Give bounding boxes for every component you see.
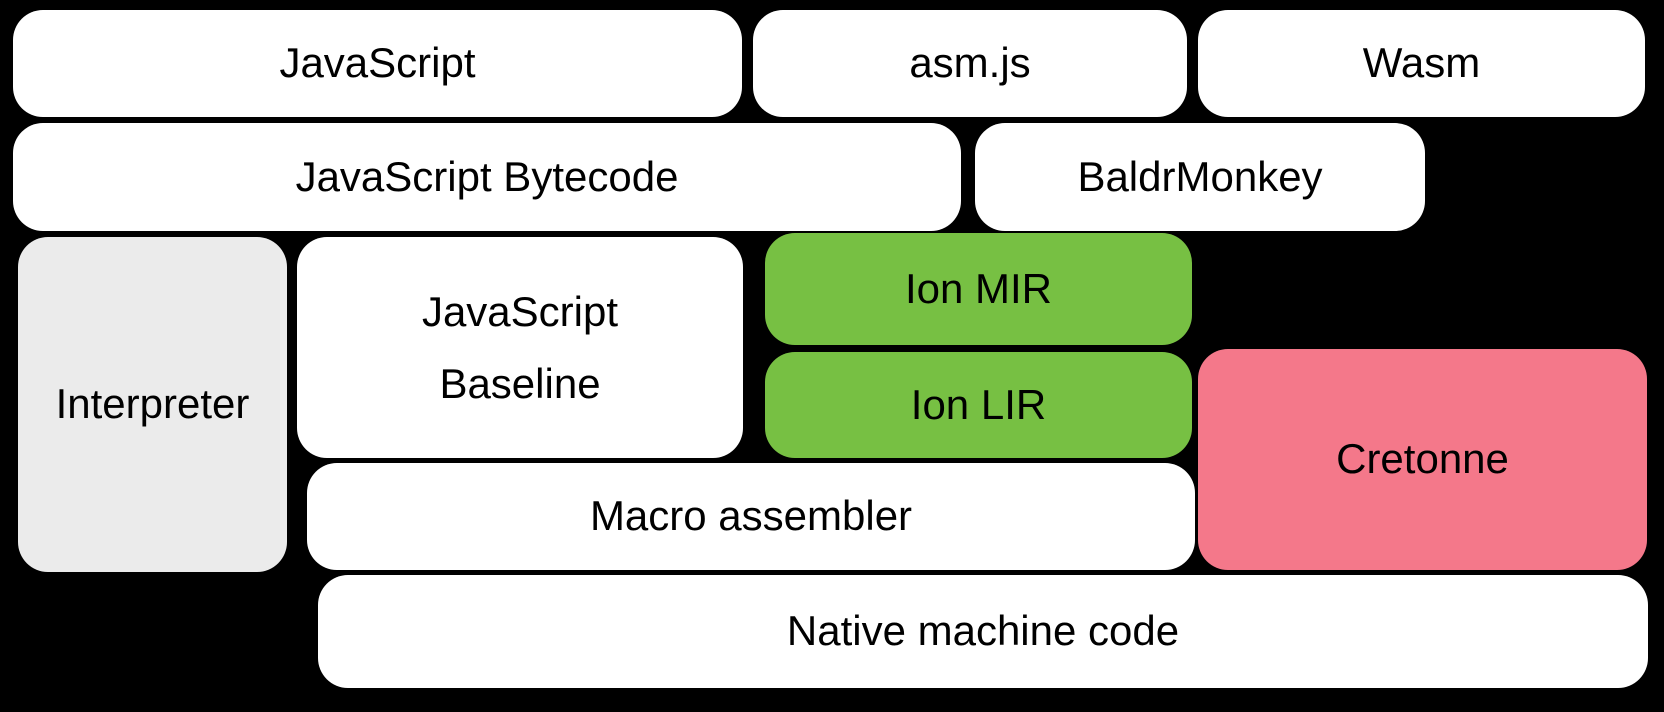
node-asmjs: asm.js [753,10,1187,117]
node-asmjs-label: asm.js [909,39,1031,87]
node-cretonne: Cretonne [1198,349,1647,570]
node-ion-mir: Ion MIR [765,233,1192,345]
node-ion-lir-label: Ion LIR [910,380,1047,428]
node-native-machine-code-label: Native machine code [786,607,1180,655]
node-javascript-baseline-line2: Baseline [439,359,601,407]
node-baldrmonkey-label: BaldrMonkey [1077,152,1323,200]
node-interpreter-label: Interpreter [55,380,250,428]
node-wasm-label: Wasm [1362,39,1481,87]
node-baldrmonkey: BaldrMonkey [975,123,1425,231]
node-interpreter: Interpreter [18,237,287,572]
node-javascript-baseline-label: JavaScript Baseline [422,276,618,419]
node-wasm: Wasm [1198,10,1645,117]
node-javascript-baseline-line1: JavaScript [421,288,619,336]
node-native-machine-code: Native machine code [318,575,1648,688]
node-javascript-label: JavaScript [279,39,476,87]
node-javascript-bytecode-label: JavaScript Bytecode [295,152,679,200]
node-javascript-baseline: JavaScript Baseline [297,237,743,458]
node-macro-assembler: Macro assembler [307,463,1195,570]
node-macro-assembler-label: Macro assembler [589,492,913,540]
node-ion-lir: Ion LIR [765,352,1192,458]
node-cretonne-label: Cretonne [1336,435,1509,483]
node-javascript-bytecode: JavaScript Bytecode [13,123,961,231]
node-javascript: JavaScript [13,10,742,117]
node-ion-mir-label: Ion MIR [904,264,1053,312]
